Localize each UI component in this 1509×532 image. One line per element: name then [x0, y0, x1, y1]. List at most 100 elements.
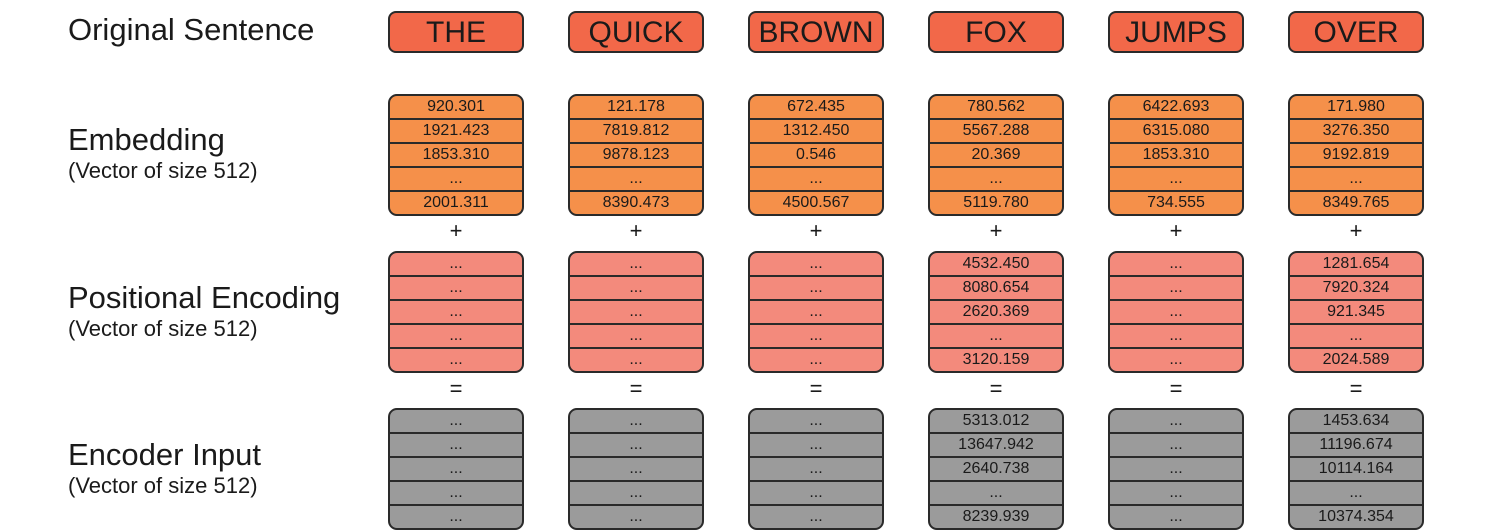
vector-cell: 672.435: [787, 98, 845, 115]
vector-cell: ...: [1110, 347, 1242, 371]
positional-encoding-subtitle: (Vector of size 512): [68, 316, 258, 341]
vector-cell: ...: [1290, 480, 1422, 504]
original-sentence-title: Original Sentence: [68, 12, 315, 47]
plus-operator: +: [989, 218, 1003, 243]
plus-operator: +: [1349, 218, 1363, 243]
word-token-box: OVER: [1288, 11, 1424, 53]
positional-encoding-title: Positional Encoding: [68, 280, 341, 315]
vector-cell: ...: [930, 323, 1062, 347]
equals-operator: =: [809, 376, 823, 401]
vector-cell: 1853.310: [1110, 142, 1242, 166]
vector-cell: ...: [750, 166, 882, 190]
vector-cell: ...: [570, 480, 702, 504]
positional-encoding-vector: ...............: [388, 251, 524, 373]
plus-operator: +: [809, 218, 823, 243]
vector-cell: 20.369: [930, 142, 1062, 166]
vector-cell: ...: [750, 323, 882, 347]
vector-cell: 2024.589: [1290, 347, 1422, 371]
vector-cell: ...: [390, 504, 522, 528]
vector-cell: ...: [1110, 299, 1242, 323]
vector-cell: ...: [570, 299, 702, 323]
vector-cell: 2620.369: [930, 299, 1062, 323]
vector-cell: 171.980: [1327, 98, 1385, 115]
vector-cell: ...: [930, 166, 1062, 190]
vector-cell: ...: [390, 347, 522, 371]
vector-cell: ...: [1290, 323, 1422, 347]
vector-cell: 2640.738: [930, 456, 1062, 480]
vector-cell: ...: [390, 432, 522, 456]
vector-cell: 8080.654: [930, 275, 1062, 299]
vector-cell: 780.562: [967, 98, 1025, 115]
vector-cell: ...: [570, 432, 702, 456]
vector-cell: 1312.450: [750, 118, 882, 142]
vector-cell: ...: [570, 347, 702, 371]
vector-cell: ...: [1290, 166, 1422, 190]
equals-operator: =: [1349, 376, 1363, 401]
encoder-input-vector: ...............: [1108, 408, 1244, 530]
encoder-input-vector: ...............: [388, 408, 524, 530]
vector-cell: 3276.350: [1290, 118, 1422, 142]
vector-cell: 13647.942: [930, 432, 1062, 456]
vector-cell: ...: [629, 412, 643, 429]
word-token-box: BROWN: [748, 11, 884, 53]
vector-cell: ...: [629, 255, 643, 272]
vector-cell: 4532.450: [962, 255, 1030, 272]
vector-cell: ...: [1110, 504, 1242, 528]
vector-cell: ...: [1110, 456, 1242, 480]
vector-cell: ...: [750, 299, 882, 323]
vector-cell: ...: [750, 456, 882, 480]
vector-cell: ...: [1110, 166, 1242, 190]
vector-cell: ...: [809, 412, 823, 429]
vector-cell: 11196.674: [1290, 432, 1422, 456]
vector-cell: ...: [930, 480, 1062, 504]
vector-cell: 8239.939: [930, 504, 1062, 528]
row-label-embedding: Embedding (Vector of size 512): [68, 122, 258, 184]
vector-cell: ...: [390, 456, 522, 480]
vector-cell: ...: [750, 432, 882, 456]
vector-cell: 5119.780: [930, 190, 1062, 214]
vector-cell: ...: [1169, 255, 1183, 272]
vector-cell: ...: [1169, 412, 1183, 429]
plus-operator: +: [629, 218, 643, 243]
equals-operator: =: [1169, 376, 1183, 401]
vector-cell: ...: [570, 166, 702, 190]
equals-operator: =: [989, 376, 1003, 401]
plus-operator: +: [1169, 218, 1183, 243]
vector-cell: 2001.311: [390, 190, 522, 214]
vector-cell: ...: [390, 480, 522, 504]
vector-cell: 5313.012: [962, 412, 1030, 429]
vector-cell: 1921.423: [390, 118, 522, 142]
vector-cell: ...: [1110, 432, 1242, 456]
vector-cell: 8349.765: [1290, 190, 1422, 214]
row-label-positional-encoding: Positional Encoding (Vector of size 512): [68, 280, 340, 342]
vector-cell: 0.546: [750, 142, 882, 166]
vector-cell: 10114.164: [1290, 456, 1422, 480]
vector-cell: ...: [809, 255, 823, 272]
vector-cell: 7819.812: [570, 118, 702, 142]
vector-cell: ...: [750, 275, 882, 299]
encoder-input-title: Encoder Input: [68, 437, 262, 472]
vector-cell: 734.555: [1110, 190, 1242, 214]
word-token-box: FOX: [928, 11, 1064, 53]
vector-cell: ...: [449, 255, 463, 272]
word-token-box: THE: [388, 11, 524, 53]
row-label-encoder-input: Encoder Input (Vector of size 512): [68, 437, 261, 499]
vector-cell: 1453.634: [1322, 412, 1390, 429]
encoder-input-subtitle: (Vector of size 512): [68, 473, 258, 498]
vector-cell: ...: [570, 323, 702, 347]
vector-cell: ...: [449, 412, 463, 429]
vector-cell: 6422.693: [1142, 98, 1210, 115]
vector-cell: 920.301: [427, 98, 485, 115]
vector-cell: 10374.354: [1290, 504, 1422, 528]
vector-cell: ...: [570, 456, 702, 480]
